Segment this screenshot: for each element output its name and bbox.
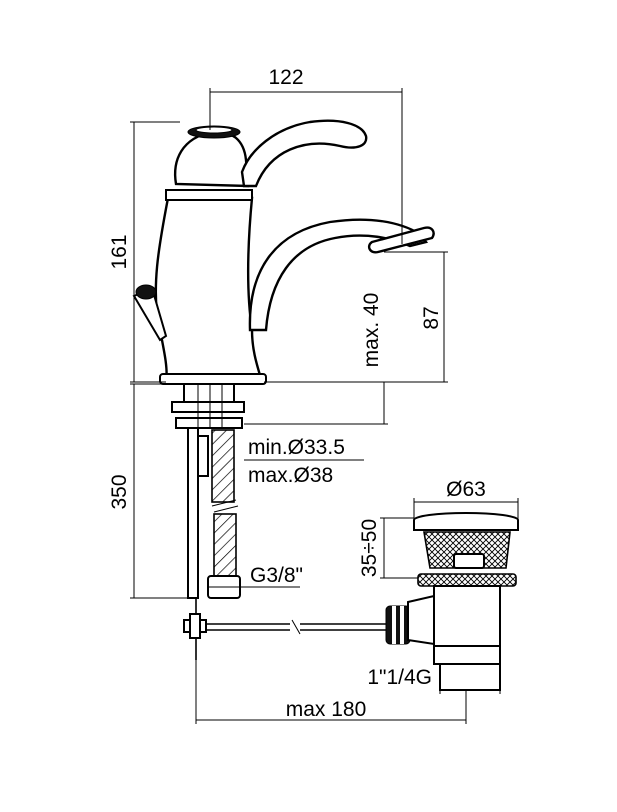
dim-waste-range: 35÷50 <box>358 519 381 577</box>
dim-width-122: 122 <box>268 66 303 89</box>
dim-hole-min: min.Ø33.5 <box>248 436 345 459</box>
dim-deck-max40: max. 40 <box>360 293 383 368</box>
dim-waste-d63: Ø63 <box>446 478 486 501</box>
dimension-lines <box>130 88 519 724</box>
popup-linkage <box>183 598 411 660</box>
dim-rod-max180: max 180 <box>286 698 367 721</box>
dim-waste-thread: 1"1/4G <box>367 666 432 689</box>
dim-spout-87: 87 <box>420 306 443 329</box>
faucet-body <box>132 119 435 385</box>
dim-height-161: 161 <box>108 234 131 269</box>
under-deck-fixings <box>171 383 245 599</box>
dim-hole-max: max.Ø38 <box>248 464 333 487</box>
dim-thread-g38: G3/8" <box>250 564 303 587</box>
dim-hose-350: 350 <box>108 474 131 509</box>
waste-assembly <box>407 512 519 691</box>
